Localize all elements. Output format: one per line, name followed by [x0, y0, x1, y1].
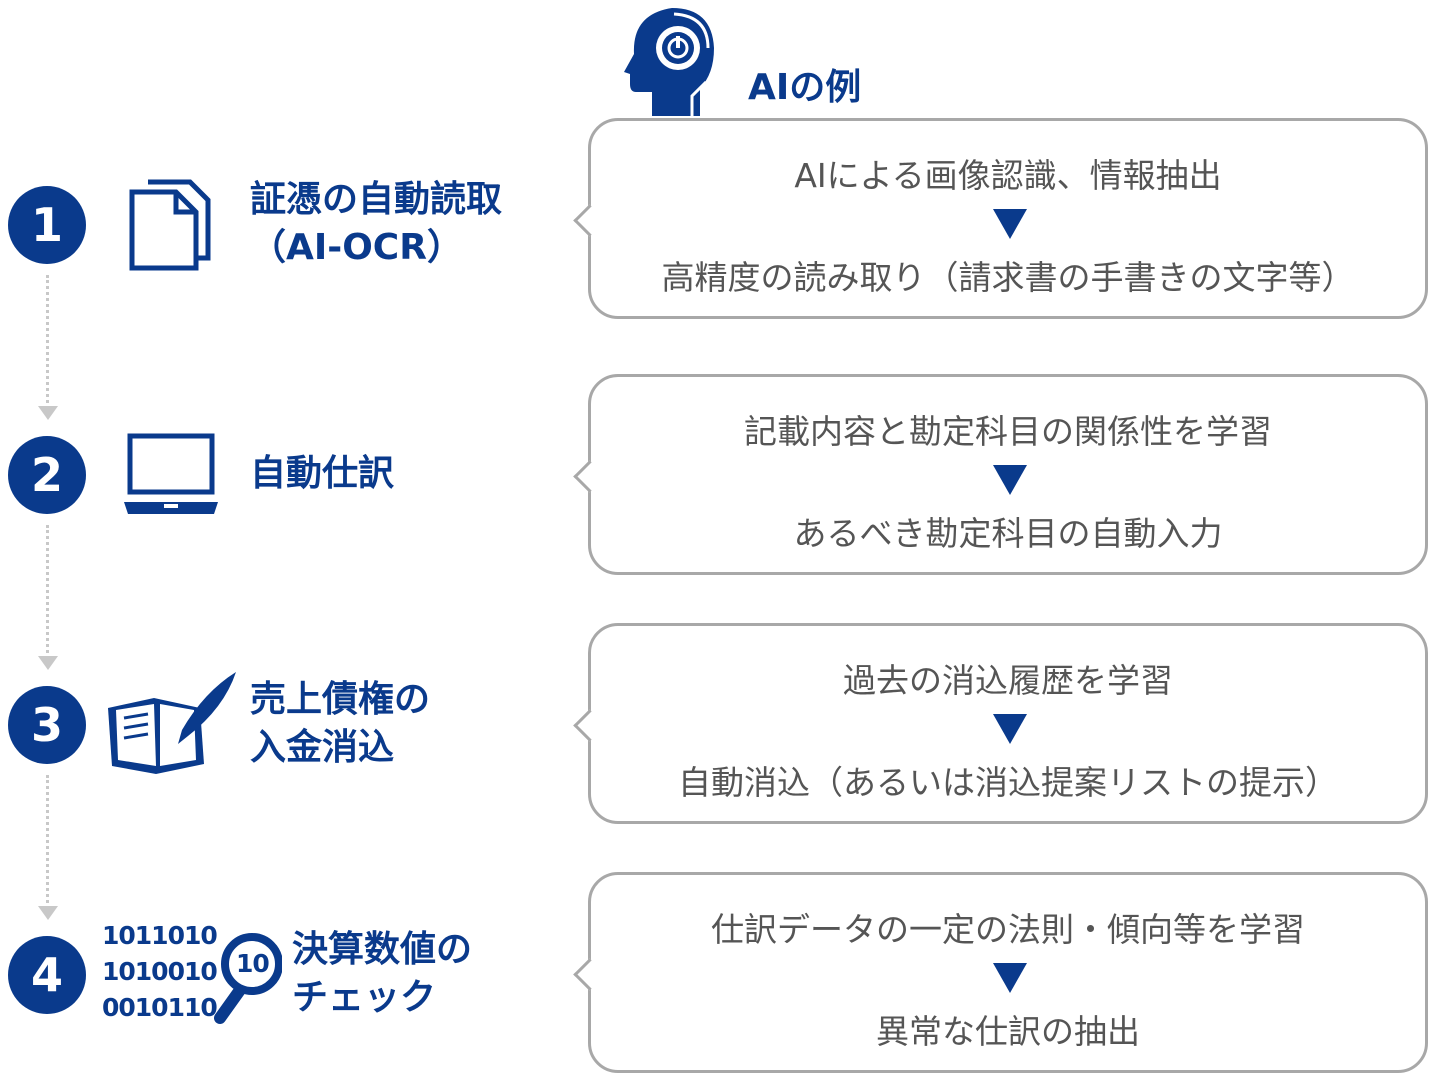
binary-row: 0010110: [102, 993, 218, 1022]
label-line: 証憑の自動読取: [250, 179, 503, 220]
box-line-1: AIによる画像認識、情報抽出: [794, 156, 1222, 195]
down-triangle-icon: [993, 465, 1027, 495]
box-line-2: 高精度の読み取り（請求書の手書きの文字等）: [661, 258, 1355, 297]
step-label-3: 売上債権の入金消込: [250, 676, 430, 772]
connector-line: [46, 775, 49, 903]
magnifier-icon: [214, 933, 282, 1024]
box-line-2: あるべき勘定科目の自動入力: [793, 514, 1223, 553]
step-number-3: 3: [8, 686, 86, 764]
label-line: 決算数値の: [292, 929, 473, 970]
down-triangle-icon: [993, 963, 1027, 993]
ai-example-box-4: 仕訳データの一定の法則・傾向等を学習 異常な仕訳の抽出: [588, 872, 1428, 1073]
connector-line: [46, 275, 49, 403]
box-line-2: 異常な仕訳の抽出: [876, 1012, 1140, 1051]
ai-head-gear-icon: [624, 8, 714, 116]
box-line-1: 記載内容と勘定科目の関係性を学習: [744, 412, 1272, 451]
book-pen-icon: [108, 672, 236, 774]
label-line: 売上債権の: [250, 679, 431, 720]
down-triangle-icon: [993, 209, 1027, 239]
label-line: チェック: [292, 977, 437, 1018]
step-label-2: 自動仕訳: [250, 450, 394, 498]
connector-arrow: [38, 906, 58, 920]
label-line: 入金消込: [250, 727, 395, 768]
ai-example-box-2: 記載内容と勘定科目の関係性を学習 あるべき勘定科目の自動入力: [588, 374, 1428, 575]
box-line-1: 過去の消込履歴を学習: [843, 661, 1173, 700]
step-number-1: 1: [8, 186, 86, 264]
connector-line: [46, 525, 49, 653]
ai-examples-title: AIの例: [748, 67, 862, 108]
step-label-4: 決算数値のチェック: [292, 926, 472, 1022]
binary-row: 1011010: [102, 921, 218, 950]
connector-arrow: [38, 656, 58, 670]
box-line-1: 仕訳データの一定の法則・傾向等を学習: [711, 910, 1305, 949]
binary-row: 1010010: [102, 957, 218, 986]
connector-arrow: [38, 406, 58, 420]
box-line-2: 自動消込（あるいは消込提案リストの提示）: [678, 763, 1338, 802]
step-number-2: 2: [8, 436, 86, 514]
label-line: （AI-OCR）: [250, 227, 463, 268]
label-line: 自動仕訳: [250, 453, 395, 494]
step-label-1: 証憑の自動読取 （AI-OCR）: [250, 176, 502, 272]
lens-text: 10: [236, 949, 270, 978]
ai-example-box-1: AIによる画像認識、情報抽出 高精度の読み取り（請求書の手書きの文字等）: [588, 118, 1428, 319]
binary-magnifier-icon: 1011010 1010010 0010110 10: [102, 918, 282, 1028]
documents-icon: [129, 179, 211, 271]
laptop-icon: [124, 433, 218, 514]
ai-example-box-3: 過去の消込履歴を学習 自動消込（あるいは消込提案リストの提示）: [588, 623, 1428, 824]
step-number-4: 4: [8, 936, 86, 1014]
down-triangle-icon: [993, 714, 1027, 744]
